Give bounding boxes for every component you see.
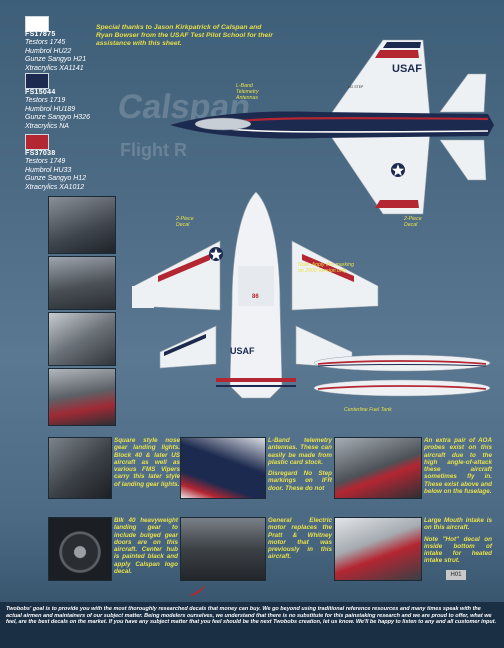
- aircraft-top-view: USAF NO STEP: [170, 39, 494, 215]
- caption-lband-para-1: L-Band telemetry antennas. These can eas…: [268, 437, 332, 466]
- caption-aoa-probes: An extra pair of AOA probes exist on thi…: [424, 437, 492, 496]
- aircraft-bottom-usaf-label: USAF: [230, 346, 255, 356]
- photo-ge-motor: [180, 517, 266, 581]
- color-swatch-white: [25, 16, 49, 32]
- caption-nose-gear: Square style nose gear landing lights. B…: [114, 437, 180, 488]
- photo-large-mouth-intake: [334, 517, 422, 581]
- aircraft-top-usaf-label: USAF: [392, 63, 422, 75]
- color-swatch-blue: [25, 73, 49, 89]
- photo-square-nose-gear: [48, 437, 112, 499]
- hot-decal-label: H01: [446, 570, 466, 580]
- caption-lband-antennas: L-Band telemetry antennas. These can eas…: [268, 437, 332, 492]
- photo-blk40-gear: [48, 517, 112, 581]
- photo-nose-gear-2: [48, 256, 116, 310]
- photo-aoa-probes: [334, 437, 422, 499]
- color-swatch-red: [25, 134, 49, 150]
- caption-blk40-gear: Blk 40 heavyweight landing gear to inclu…: [114, 517, 178, 576]
- two-piece-decal-right-note: 2-Piece Decal: [404, 216, 422, 228]
- caption-intake-para-1: Large Mouth intake is on this aircraft.: [424, 517, 492, 532]
- aircraft-tail-number: 86: [252, 294, 259, 300]
- twobobs-logo-icon: [190, 585, 206, 596]
- footer-text: Twobobs' goal is to provide you with the…: [6, 606, 497, 626]
- caption-lband-para-2: Disregard No Step markings on IFR door. …: [268, 470, 332, 492]
- thanks-note: Special thanks to Jason Kirkpatrick of C…: [96, 24, 273, 47]
- two-piece-decal-left-note: 2-Piece Decal: [176, 216, 194, 228]
- caption-large-mouth-intake: Large Mouth intake is on this aircraft. …: [424, 517, 492, 565]
- photo-lband-antennas: [180, 437, 266, 499]
- background-flight-text: Flight R: [120, 140, 187, 160]
- version-note: Note: Apply this marking on 2000 Version…: [298, 262, 355, 274]
- photo-nose-gear-1: [48, 196, 116, 254]
- caption-intake-para-2: Note "Hot" decal on inside bottom of int…: [424, 535, 492, 565]
- footer-bar: Twobobs' goal is to provide you with the…: [0, 602, 504, 648]
- photo-nose-gear-4: [48, 368, 116, 426]
- centerline-fuel-tank: [313, 354, 491, 397]
- aircraft-top-nostep-label: NO STEP: [348, 85, 364, 89]
- caption-ge-motor: General Electric motor replaces the Prat…: [268, 517, 332, 561]
- photo-nose-gear-3: [48, 312, 116, 366]
- lband-antenna-note: L-Band Telemetry Antennas: [236, 83, 259, 101]
- fuel-tank-note: Centerline Fuel Tank: [344, 407, 392, 413]
